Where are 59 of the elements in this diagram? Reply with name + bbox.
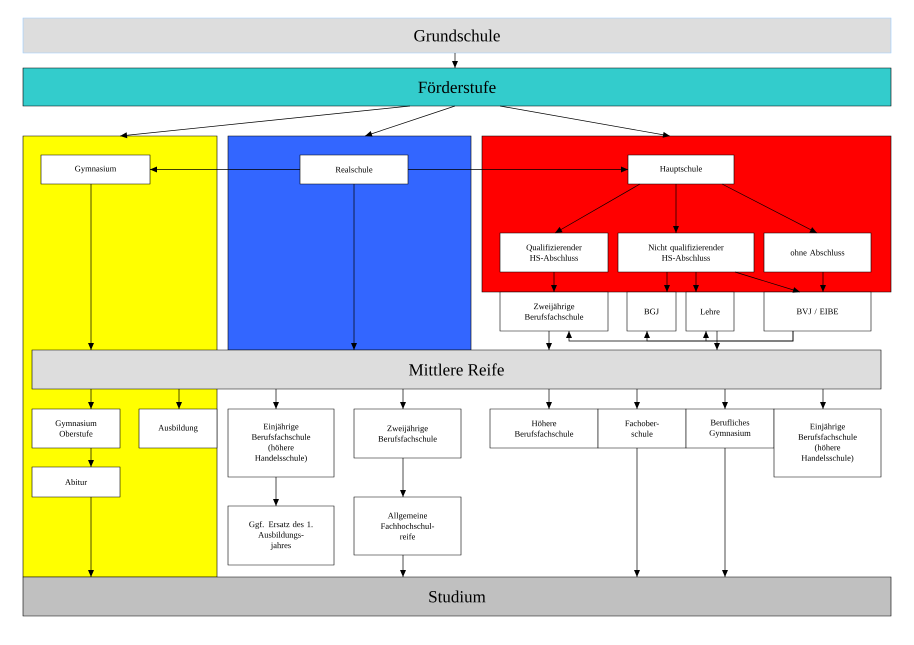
arrow [546,330,552,350]
school-box: Ausbildung [138,408,218,448]
arrow [273,476,279,506]
arrow [722,388,728,410]
arrow [634,388,640,410]
arrow [693,272,699,292]
arrow [500,106,670,138]
arrow [150,166,300,172]
school-box: BVJ / EIBE [764,292,872,332]
school-box: Nicht qualifizierender HS-Abschluss [618,232,754,272]
arrow [546,388,552,410]
arrow [351,184,357,350]
level-band: Grundschule [22,18,892,54]
arrow [664,272,670,292]
school-box: Realschule [300,154,408,184]
arrow [673,184,679,234]
school-box: Gymnasium Oberstufe [32,408,120,448]
arrow [734,272,800,293]
arrow [722,448,728,578]
arrow [551,272,557,292]
arrow [176,388,182,410]
arrow [88,388,94,410]
school-box: Zweijährige Berufsfachschule [354,408,462,458]
school-box: Ggf. Ersatz des 1. Ausbildungs- jahres [228,506,334,566]
level-band: Mittlere Reife [32,350,882,390]
arrow [554,184,640,234]
arrow [88,184,94,350]
arrow [408,166,628,172]
school-box: Abitur [32,466,120,498]
school-box: Zweijährige Berufsfachschule [500,292,608,332]
arrow [400,458,406,498]
school-box: Höhere Berufsfachschule [490,408,598,448]
school-box: Allgemeine Fachhochschul- reife [354,496,462,556]
school-box: Fachober- schule [598,408,686,448]
arrow [88,448,94,468]
school-box: Gymnasium [40,154,150,184]
level-band: Studium [22,576,892,616]
arrow [703,330,794,342]
school-box: ohne Abschluss [764,232,872,272]
school-box: Einjährige Berufsfachschule (höhere Handelsschule) [228,408,334,478]
arrow [634,448,640,578]
school-box: BGJ [626,292,676,332]
arrow [120,106,410,138]
school-box: Hauptschule [628,154,734,184]
school-box: Lehre [686,292,734,332]
school-box: Qualifizierender HS-Abschluss [500,232,608,272]
arrow [722,184,818,234]
arrow [820,272,826,292]
level-band: Förderstufe [22,68,892,106]
school-box: Berufliches Gymnasium [686,408,774,448]
arrow [88,496,94,578]
arrow [452,52,458,68]
arrow [273,388,279,410]
arrow [714,330,720,350]
arrow [400,554,406,578]
arrow [400,388,406,410]
arrow [820,388,826,410]
school-track-panel [228,136,472,350]
arrow [364,106,456,137]
